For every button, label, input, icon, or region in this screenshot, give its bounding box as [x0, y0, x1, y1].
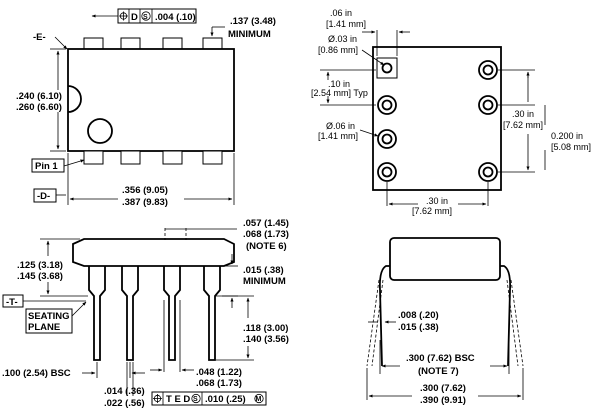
- package-body-side: [72, 238, 235, 267]
- dim-height-max: .137 (3.48): [230, 16, 276, 27]
- tol-datums-bottom: T E D: [166, 394, 190, 405]
- fp-pad-b: [1.41 mm]: [326, 19, 366, 29]
- lead-bottom-2: [120, 150, 141, 165]
- seating-1: SEATING: [28, 311, 70, 322]
- pad-1-hole: [381, 62, 393, 74]
- footprint-view: .06 in [1.41 mm] Ø.03 in [0.86 mm] .10 i…: [311, 8, 591, 216]
- tol-datum-d: D: [131, 12, 138, 23]
- fp-bottom-b: [7.62 mm]: [412, 206, 452, 216]
- dim-body-a: .125 (3.18): [17, 260, 63, 271]
- dim-rowspacing: .300 (7.62) BSC: [406, 353, 475, 364]
- tol-value-bottom: .010 (.25): [205, 394, 246, 405]
- fp-bottom-a: .30 in: [426, 196, 448, 206]
- dim-body-b: .145 (3.68): [17, 271, 63, 282]
- lead-top-2: [120, 37, 141, 50]
- seating-plane-box: [25, 308, 73, 334]
- dim-width-a: .240 (6.10): [16, 91, 62, 102]
- dim-leadlen-b: .140 (3.56): [243, 334, 289, 345]
- dim-lead-b: .068 (1.73): [243, 229, 289, 240]
- fp-row-b: [7.62 mm]: [503, 120, 543, 130]
- datum-d: -D-: [37, 191, 50, 202]
- position-symbol-bottom-icon: [153, 394, 162, 403]
- dim-standoff-note: MINIMUM: [243, 276, 286, 287]
- dim-overall-b: .390 (9.91): [420, 395, 466, 406]
- dim-thick-b: .015 (.38): [398, 322, 439, 333]
- fp-pitch-a: .10 in: [328, 79, 350, 89]
- footprint-outline: [372, 46, 502, 191]
- dim-pitch: .100 (2.54) BSC: [2, 368, 71, 379]
- pad-left-4: [377, 162, 397, 182]
- lead-top-3: [162, 37, 183, 50]
- svg-text:S: S: [143, 14, 148, 21]
- dim-row-note: (NOTE 7): [418, 366, 459, 377]
- side-view: .057 (1.45) .068 (1.73) (NOTE 6) .125 (3…: [2, 218, 289, 409]
- dim-standoff: .015 (.38): [243, 265, 284, 276]
- dim-length-a: .356 (9.05): [122, 185, 168, 196]
- dim-shoulder-b: .068 (1.73): [196, 378, 242, 389]
- dim-overall-a: .300 (7.62): [420, 383, 466, 394]
- pad-right-2: [478, 95, 498, 115]
- tolerance-frame-bottom: [151, 391, 267, 406]
- fp-row-a: .30 in: [512, 109, 534, 119]
- fp-pitch-b: [2.54 mm] Typ: [311, 88, 368, 98]
- regardless-feature-icon: S: [191, 393, 201, 404]
- svg-text:M: M: [256, 396, 262, 403]
- package-body-end: [389, 237, 501, 281]
- notch: [67, 85, 82, 113]
- fp-hole-b: [0.86 mm]: [318, 45, 358, 55]
- tol-value-top: .004 (.10): [155, 12, 196, 23]
- pin1-label: Pin 1: [35, 161, 58, 172]
- mmc-modifier-icon: S: [141, 11, 151, 21]
- fp-pad2-b: [1.41 mm]: [318, 131, 358, 141]
- lead-top-1: [83, 37, 104, 50]
- datum-t: -T-: [6, 297, 18, 308]
- pad-1-square: [376, 57, 398, 79]
- svg-text:S: S: [193, 396, 198, 403]
- pad-left-3: [377, 129, 397, 149]
- pin1-dimple: [87, 118, 113, 144]
- end-view: .008 (.20) .015 (.38) .300 (7.62) BSC (N…: [366, 237, 524, 406]
- pad-right-3: [478, 162, 498, 182]
- package-body-top: [67, 48, 235, 152]
- top-view: D S .004 (.10) .137 (3.48) MINIMUM -E-: [16, 8, 276, 208]
- lead-bottom-1: [83, 150, 104, 165]
- dim-tip-a: .014 (.36): [104, 386, 145, 397]
- datum-e: -E-: [33, 32, 46, 43]
- datum-d-box: [33, 188, 57, 203]
- fp-span-a: 0.200 in: [551, 131, 583, 141]
- seating-2: PLANE: [28, 322, 60, 333]
- dim-lead-note: (NOTE 6): [246, 241, 287, 252]
- dim-width-b: .260 (6.60): [16, 102, 62, 113]
- pad-left-2: [377, 95, 397, 115]
- lead-bottom-4: [202, 150, 223, 165]
- fp-pad-a: .06 in: [330, 8, 352, 18]
- dim-lead-a: .057 (1.45): [243, 218, 289, 229]
- fp-span-b: [5.08 mm]: [551, 142, 591, 152]
- side-leads: [88, 266, 221, 361]
- dim-height-max-note: MINIMUM: [228, 29, 271, 40]
- lead-top-4: [202, 37, 223, 50]
- fp-pad2-a: Ø.06 in: [326, 121, 355, 131]
- max-material-icon: M: [254, 393, 264, 404]
- dim-thick-a: .008 (.20): [398, 310, 439, 321]
- dim-tip-b: .022 (.56): [104, 398, 145, 409]
- position-symbol-icon: [119, 11, 128, 21]
- lead-bottom-3: [162, 150, 183, 165]
- dim-length-b: .387 (9.83): [122, 197, 168, 208]
- pin1-label-box: [31, 158, 65, 173]
- pad-right-1: [478, 60, 498, 80]
- dim-leadlen-a: .118 (3.00): [243, 323, 288, 334]
- fp-hole-a: Ø.03 in: [328, 34, 357, 44]
- dim-shoulder-a: .048 (1.22): [196, 367, 242, 378]
